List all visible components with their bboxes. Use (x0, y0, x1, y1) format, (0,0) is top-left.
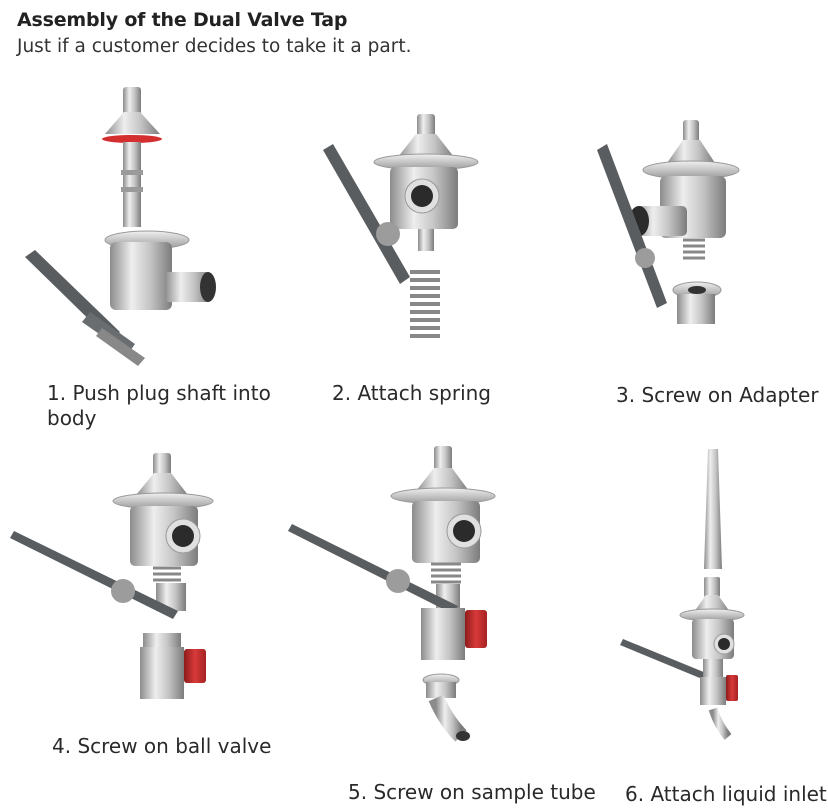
step-3-caption: 3. Screw on Adapter (616, 383, 819, 407)
sample-tube-attachment-illustration (286, 446, 496, 746)
adapter-attachment-illustration (595, 118, 755, 330)
liquid-inlet-attachment-illustration (618, 447, 768, 747)
page-title: Assembly of the Dual Valve Tap (17, 9, 348, 31)
step-1-caption: 1. Push plug shaft into body (47, 381, 271, 430)
step-2-caption: 2. Attach spring (332, 381, 492, 405)
exploded-body-and-plug-illustration (20, 82, 220, 372)
step-6-caption: 6. Attach liquid inlet (625, 782, 827, 806)
step-5-caption: 5. Screw on sample tube (348, 780, 596, 804)
step-4-caption: 4. Screw on ball valve (52, 734, 272, 758)
ball-valve-attachment-illustration (8, 453, 218, 703)
page-subtitle: Just if a customer decides to take it a … (17, 36, 412, 57)
spring-attachment-illustration (318, 112, 488, 347)
